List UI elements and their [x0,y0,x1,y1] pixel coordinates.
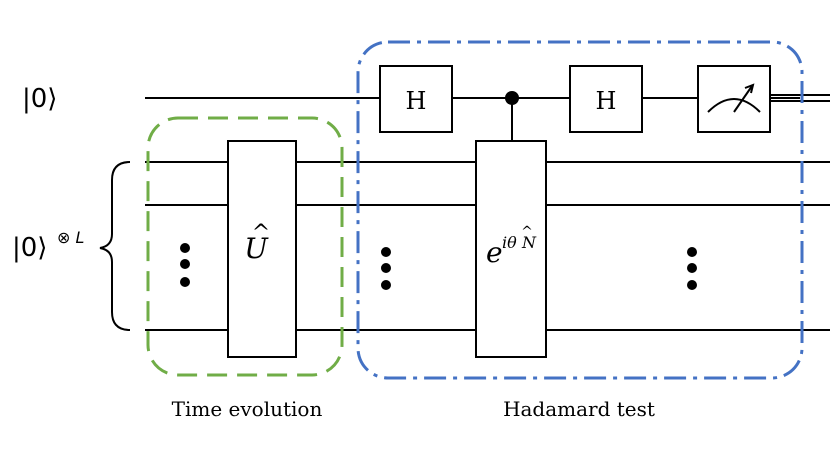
unitary-gate-hat: ^ [252,221,270,246]
hadamard-test-caption: Hadamard test [503,397,655,421]
hadamard-gate-1-label: H [406,87,427,115]
register-ket-label: |0⟩ [12,233,47,263]
ellipsis-dots-hadamard-right [687,247,697,290]
hadamard-test-box [356,40,804,380]
time-evolution-box [146,116,344,377]
time-evolution-caption: Time evolution [172,397,323,421]
controlled-phase-exponent-prefix: iθ [502,233,517,252]
register-brace [99,161,131,331]
ancilla-ket-label: |0⟩ [22,84,57,114]
controlled-phase-gate [475,140,547,358]
register-tensor-power: ⊗ L [57,228,84,247]
controlled-phase-base: e [486,236,503,269]
meter-icon [707,83,761,113]
ellipsis-dots-hadamard-left [381,247,391,290]
controlled-phase-exponent-n: N [521,233,537,252]
hadamard-gate-1 [379,65,453,133]
hadamard-gate-2 [569,65,643,133]
classical-wire [770,94,830,102]
unitary-gate [227,140,297,358]
ellipsis-dots-time-evolution [180,243,190,287]
controlled-phase-exponent-hat: ^ [521,224,533,240]
unitary-gate-label: U [244,232,269,265]
hadamard-gate-2-label: H [596,87,617,115]
